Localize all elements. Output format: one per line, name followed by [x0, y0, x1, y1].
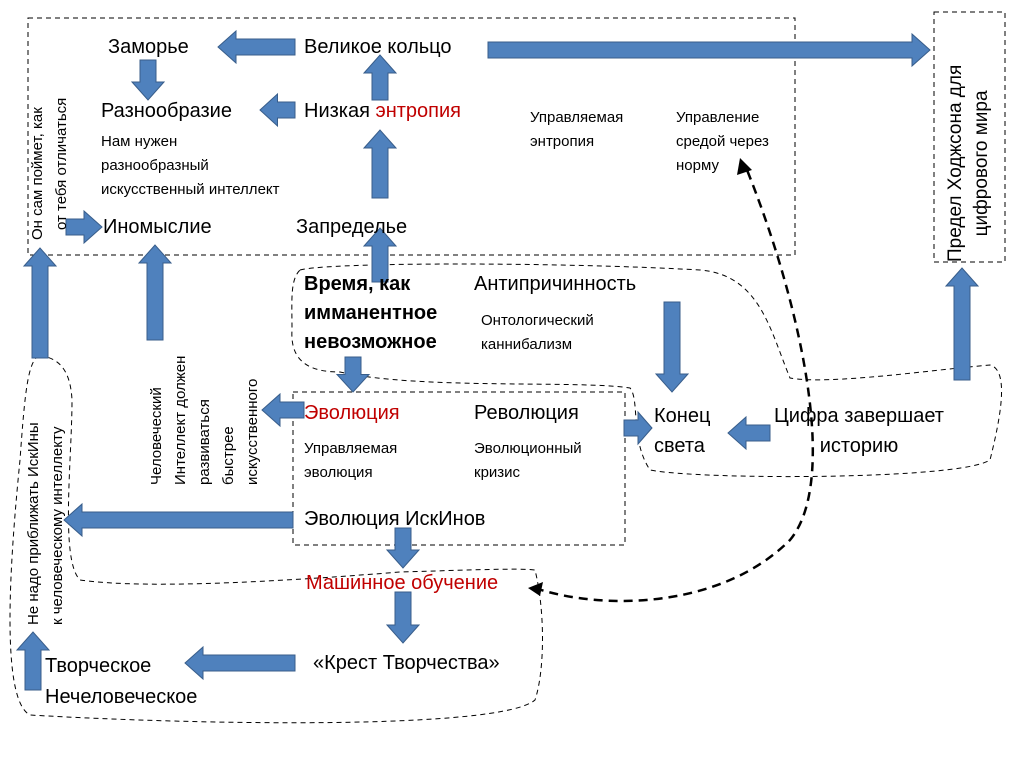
line: Управляемая [530, 109, 624, 126]
node-creativity-cross: «Крест Творчества» [313, 652, 500, 674]
node-other-thinking: Иномыслие [103, 216, 212, 238]
line: света [654, 435, 705, 457]
line: средой через [676, 133, 769, 150]
line: Управление [676, 109, 760, 126]
arrow-digit-to-hodgson-icon [944, 267, 980, 381]
arrow-digit-to-end-icon [727, 415, 771, 451]
line: развиваться [196, 399, 213, 485]
line: Человеческий [148, 387, 165, 485]
node-evolution: Эволюция [304, 402, 400, 424]
hodgson-box [933, 11, 1006, 263]
time-region-outline [291, 263, 1002, 478]
node-machine-learning: Машинное обучение [306, 572, 499, 594]
note-he-understands: Он сам поймет, как от тебя отличаться [26, 98, 74, 240]
arrow-ring-to-hodgson-icon [487, 32, 931, 68]
arrow-ai-evolution-to-ml-icon [385, 527, 421, 569]
line: к человеческому интеллекту [49, 426, 66, 625]
line: каннибализм [481, 336, 573, 353]
line: Предел Ходжсона для [945, 64, 966, 262]
note-cannibalism: Онтологический каннибализм [481, 309, 594, 357]
line: Онтологический [481, 312, 594, 329]
dashed-curve-arrow [534, 164, 815, 603]
line: эволюция [304, 464, 373, 481]
note-managed-entropy: Управляемая энтропия [530, 106, 623, 154]
node-revolution: Революция [474, 402, 579, 424]
node-zamorye: Заморье [108, 36, 189, 58]
line: от тебя отличаться [53, 97, 70, 230]
line: цифрового мира [971, 90, 992, 237]
line: Не надо приближать ИскИны [25, 422, 42, 625]
low-label: Низкая [304, 100, 370, 122]
evolution-box [292, 391, 626, 546]
arrow-evolution-left-icon [261, 392, 305, 428]
line: Эволюционный [474, 440, 582, 457]
line: норму [676, 157, 719, 174]
line: Он сам поймет, как [29, 107, 46, 240]
note-managed-evolution: Управляемая эволюция [304, 437, 397, 485]
line: искусственный интеллект [101, 181, 280, 198]
note-norm-control: Управление средой через норму [676, 106, 769, 178]
line: Конец [654, 405, 711, 427]
dashed-arrowhead-top-icon [737, 158, 752, 175]
note-human-faster: Человеческий Интеллект должен развиваться б… [145, 356, 265, 485]
line: историю [819, 435, 899, 457]
line: быстрее [220, 426, 237, 485]
line: Творческое [45, 655, 152, 677]
arrow-low-entropy-to-ring-icon [362, 54, 398, 101]
line: кризис [474, 464, 521, 481]
line: Нечеловеческое [45, 686, 198, 708]
node-ai-evolution: Эволюция ИскИнов [304, 508, 486, 530]
line: Цифра завершает [774, 405, 944, 427]
arrow-ai-evolution-left-icon [63, 502, 294, 538]
line: имманентное [304, 302, 438, 324]
node-low-entropy: Низкая энтропия [304, 99, 461, 123]
note-evo-crisis: Эволюционный кризис [474, 437, 582, 485]
line: Время, как [304, 273, 411, 295]
arrow-beyond-to-low-entropy-icon [362, 129, 398, 199]
line: искусственного [244, 378, 261, 485]
arrow-revolution-to-end-icon [623, 410, 653, 446]
node-diversity: Разнообразие [101, 100, 232, 122]
entropy-label: энтропия [375, 100, 462, 122]
arrow-ring-to-zamorye-icon [217, 29, 296, 65]
line: разнообразный [101, 157, 209, 174]
arrow-time-to-beyond-icon [362, 227, 398, 283]
arrow-time-to-evolution-icon [335, 356, 371, 393]
line: Управляемая [304, 440, 398, 457]
dashed-arrowhead-bottom-icon [528, 582, 543, 596]
arrow-cross-to-creative-icon [184, 645, 296, 681]
node-great-ring: Великое кольцо [304, 36, 452, 58]
arrow-creative-up-icon [15, 631, 51, 691]
node-anticausality: Антипричинность [474, 273, 637, 295]
line: невозможное [304, 331, 437, 353]
arrow-human-to-other-thinking-icon [137, 244, 173, 341]
note-no-approach: Не надо приближать ИскИны к человеческому… [22, 422, 70, 625]
arrow-to-other-thinking-icon [65, 209, 103, 245]
node-beyond: Запределье [296, 216, 408, 238]
line: энтропия [530, 133, 595, 150]
line: Нам нужен [101, 133, 178, 150]
arrow-anticausality-to-end-icon [654, 301, 690, 393]
node-end-of-world: Конец света [654, 401, 710, 461]
top-region-box [27, 17, 796, 256]
arrow-left-column-up-icon [22, 247, 58, 359]
line: Интеллект должен [172, 355, 189, 485]
arrow-zamorye-to-diversity-icon [130, 59, 166, 101]
node-digit-ends-history: Цифра завершает историю [774, 401, 944, 461]
arrow-ml-to-cross-icon [385, 591, 421, 644]
arrow-low-entropy-to-diversity-icon [259, 92, 296, 128]
note-need-ai: Нам нужен разнообразный искусственный инте… [101, 130, 280, 202]
node-time-immanent: Время, как имманентное невозможное [304, 270, 437, 357]
